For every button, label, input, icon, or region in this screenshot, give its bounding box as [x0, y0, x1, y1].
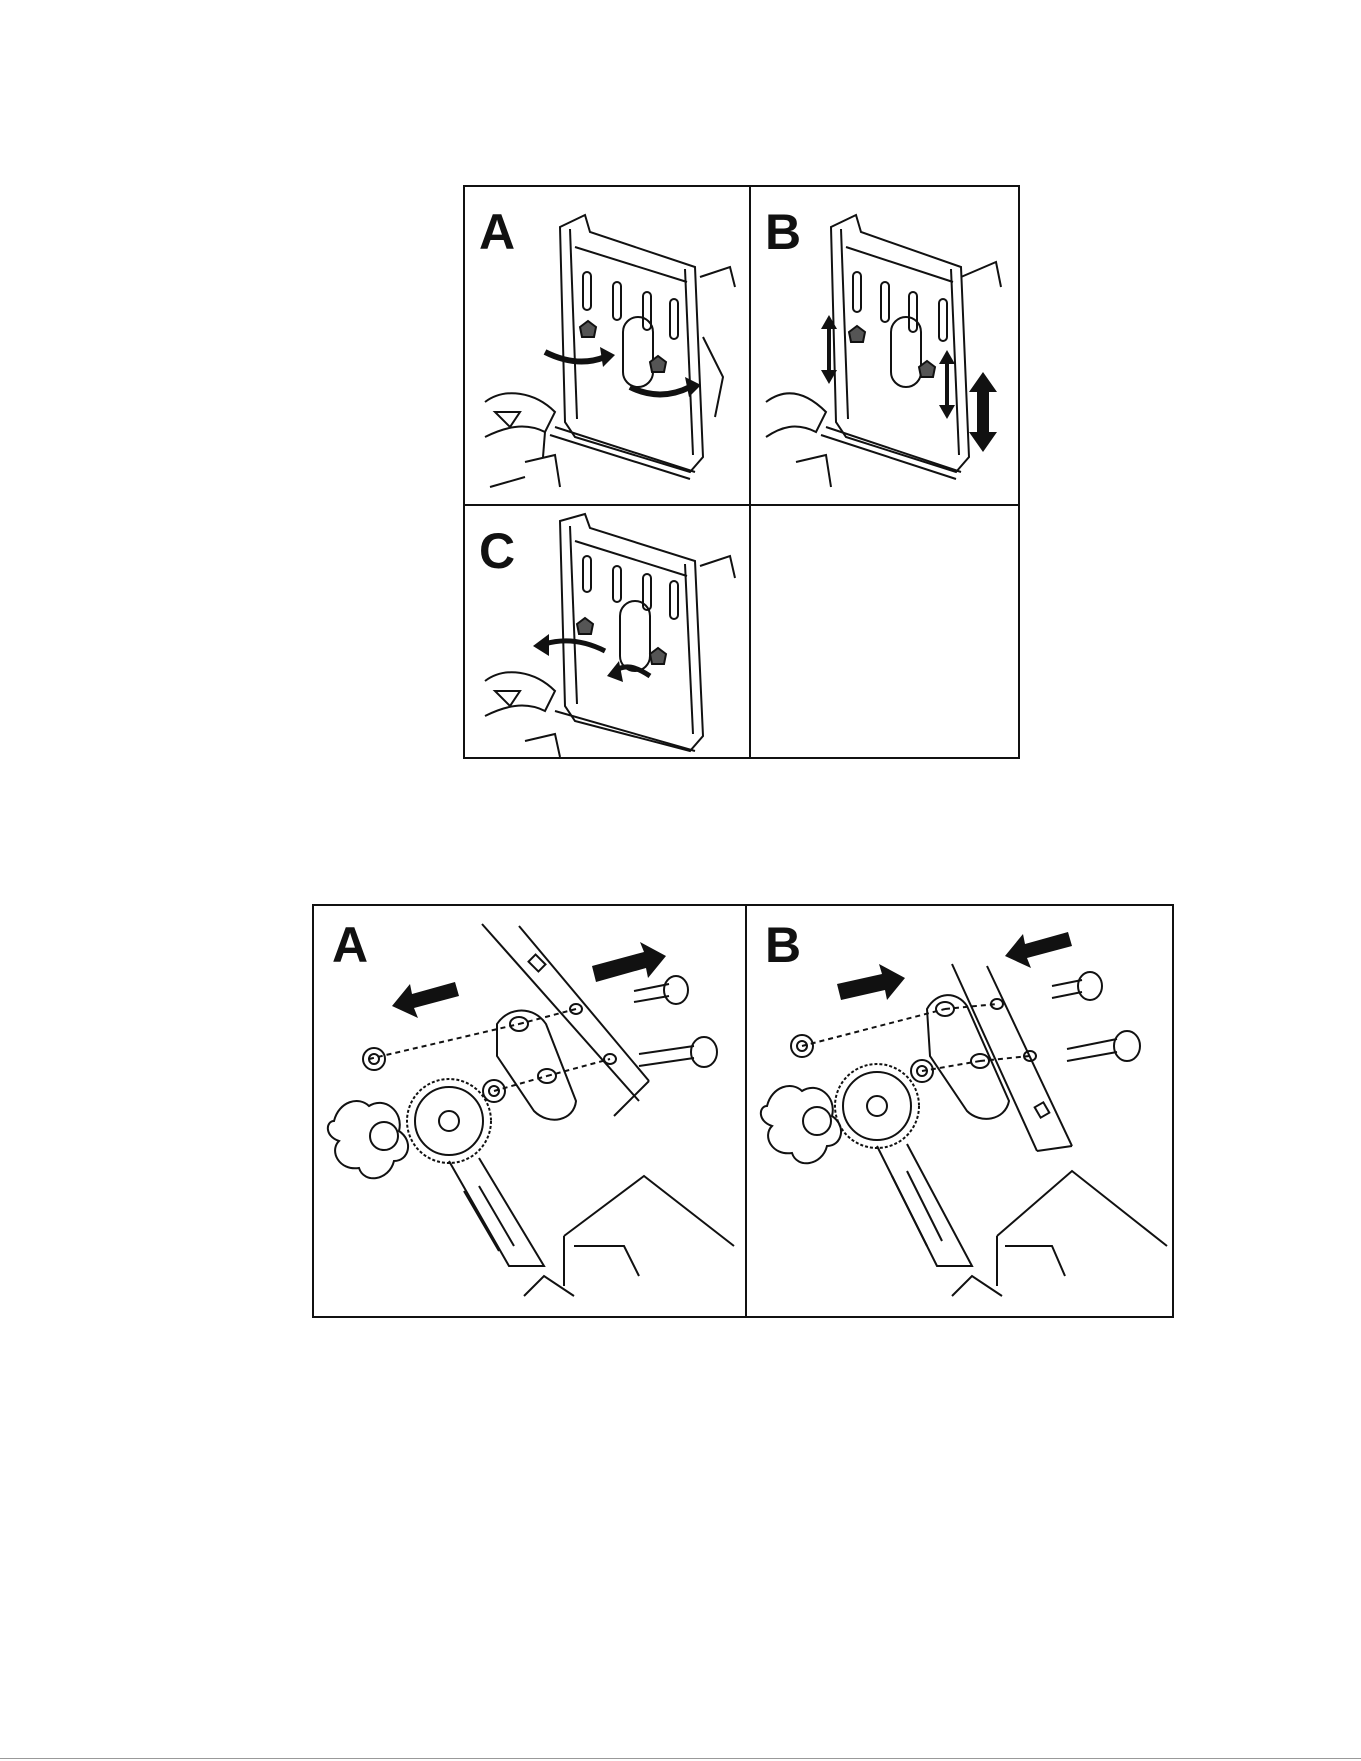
step-letter-b-bottom: B: [765, 920, 801, 970]
step-letter-a: A: [479, 207, 515, 257]
page-bottom-rule: [0, 1758, 1361, 1759]
panel-a-loosen-knobs: A: [465, 187, 751, 506]
step-letter-c: C: [479, 526, 515, 576]
panel-d-empty: [751, 506, 1018, 757]
remove-bolts-illustration: [314, 906, 747, 1316]
panel-a-remove-bolts: A: [314, 906, 747, 1316]
step-letter-a-bottom: A: [332, 920, 368, 970]
handle-adjustment-figure: A: [463, 185, 1020, 759]
reinstall-bolts-illustration: [747, 906, 1172, 1316]
step-letter-b: B: [765, 207, 801, 257]
handle-reversal-figure: A: [312, 904, 1174, 1318]
panel-b-reinstall-bolts: B: [747, 906, 1172, 1316]
panel-c-tighten-knobs: C: [465, 506, 751, 757]
panel-b-adjust-height: B: [751, 187, 1018, 506]
